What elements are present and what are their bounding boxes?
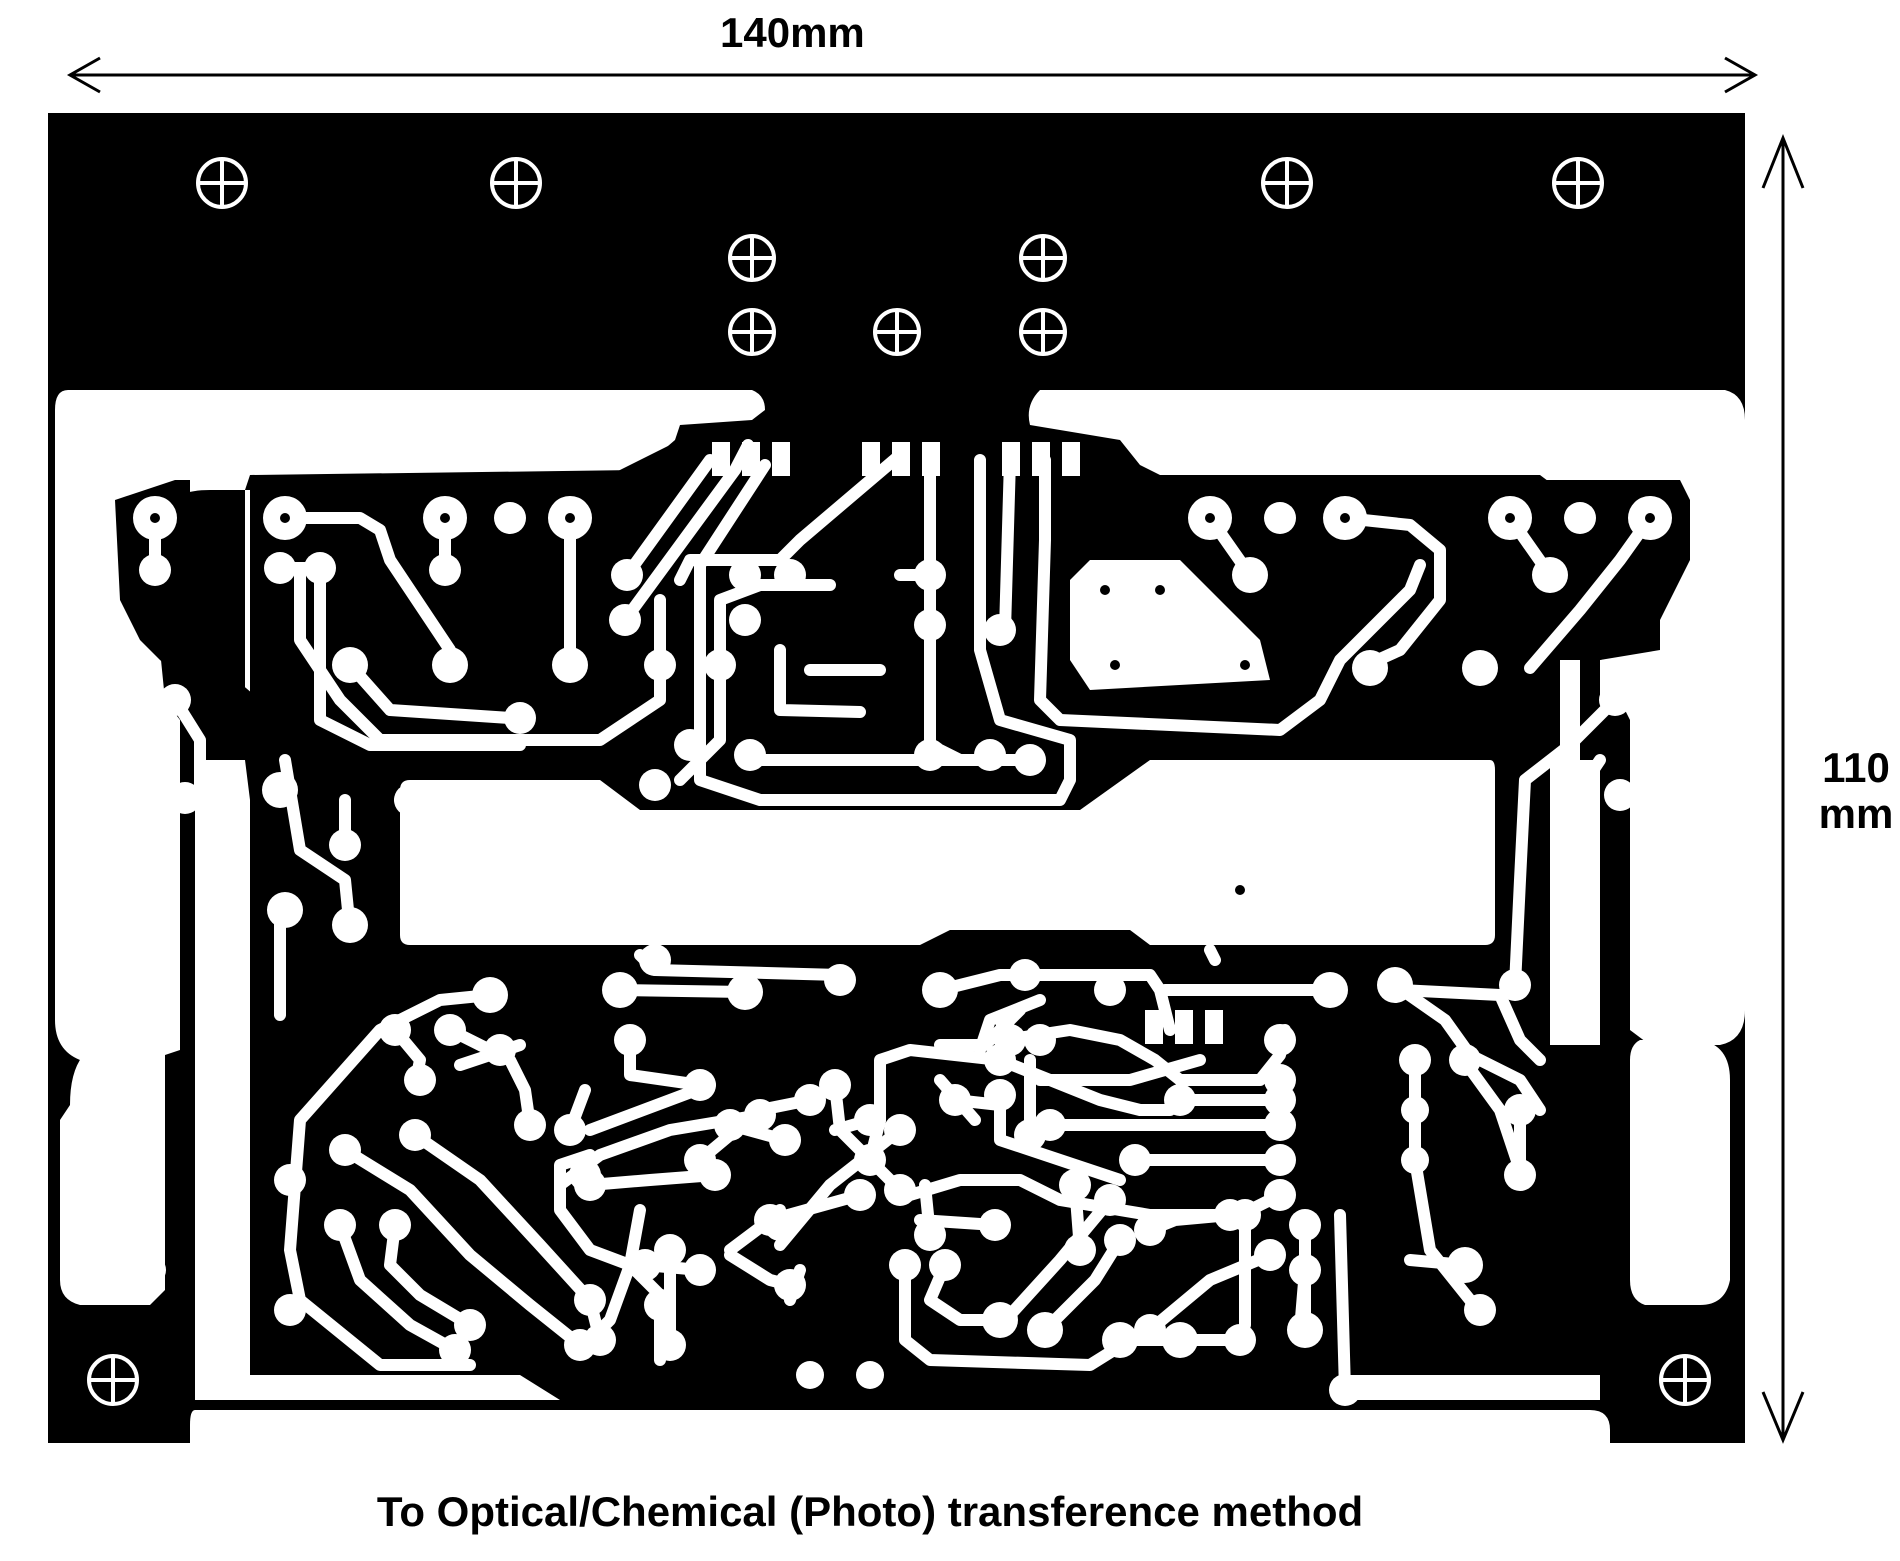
transistor-pads [712,442,1223,1044]
height-dimension-unit: mm [1818,790,1894,838]
etched-regions [55,390,1745,1443]
caption-text: To Optical/Chemical (Photo) transference… [376,1488,1364,1535]
mounting-holes [87,157,1711,1406]
width-dimension-label: 140mm [720,9,865,56]
height-dimension-label: 110 mm [1812,744,1900,838]
component-pads [74,496,1726,1406]
width-dimension-arrow [66,56,1759,94]
height-dimension-arrow [1761,133,1805,1444]
height-dimension-value: 110 [1822,744,1890,791]
